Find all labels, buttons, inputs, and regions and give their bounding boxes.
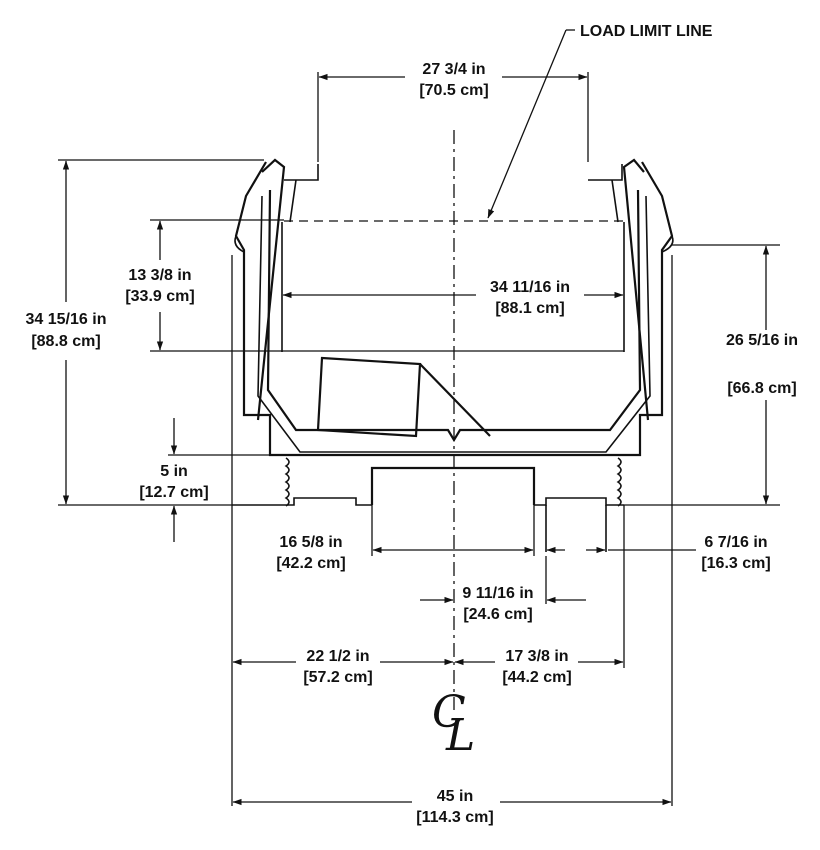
inner-width-metric: [88.1 cm] — [495, 300, 564, 317]
cl-to-right-imperial: 17 3/8 in — [505, 648, 568, 665]
inner-width-imperial: 34 11/16 in — [490, 279, 570, 296]
equipment-outline — [232, 158, 674, 552]
foot-offset-imperial: 9 11/16 in — [462, 585, 533, 602]
cl-to-right-metric: [44.2 cm] — [502, 669, 571, 686]
top-width-metric: [70.5 cm] — [419, 82, 488, 99]
foot-width-metric: [16.3 cm] — [701, 555, 770, 572]
left-to-cl-imperial: 22 1/2 in — [306, 648, 369, 665]
base-width-metric: [42.2 cm] — [276, 555, 345, 572]
base-width-imperial: 16 5/8 in — [279, 534, 342, 551]
top-width-imperial: 27 3/4 in — [422, 61, 485, 78]
base-height-imperial: 5 in — [160, 463, 188, 480]
dimension-labels: LOAD LIMIT LINE 27 3/4 in [70.5 cm] 34 1… — [26, 23, 799, 826]
centerline-letter-c: C — [432, 687, 466, 738]
overall-height-metric: [88.8 cm] — [31, 333, 100, 350]
fill-depth-imperial: 13 3/8 in — [128, 267, 191, 284]
dimension-lines — [58, 29, 780, 806]
centerline-letter-l: L — [445, 710, 475, 761]
base-height-metric: [12.7 cm] — [139, 484, 208, 501]
load-limit-callout: LOAD LIMIT LINE — [580, 23, 713, 40]
foot-width-imperial: 6 7/16 in — [704, 534, 767, 551]
overall-height-imperial: 34 15/16 in — [26, 311, 107, 328]
overall-width-imperial: 45 in — [437, 788, 473, 805]
side-height-metric: [66.8 cm] — [727, 380, 796, 397]
centerline-symbol: C L — [432, 687, 475, 761]
foot-offset-metric: [24.6 cm] — [463, 606, 532, 623]
fill-depth-metric: [33.9 cm] — [125, 288, 194, 305]
overall-width-metric: [114.3 cm] — [416, 809, 493, 826]
side-height-imperial: 26 5/16 in — [726, 332, 798, 349]
left-to-cl-metric: [57.2 cm] — [303, 669, 372, 686]
